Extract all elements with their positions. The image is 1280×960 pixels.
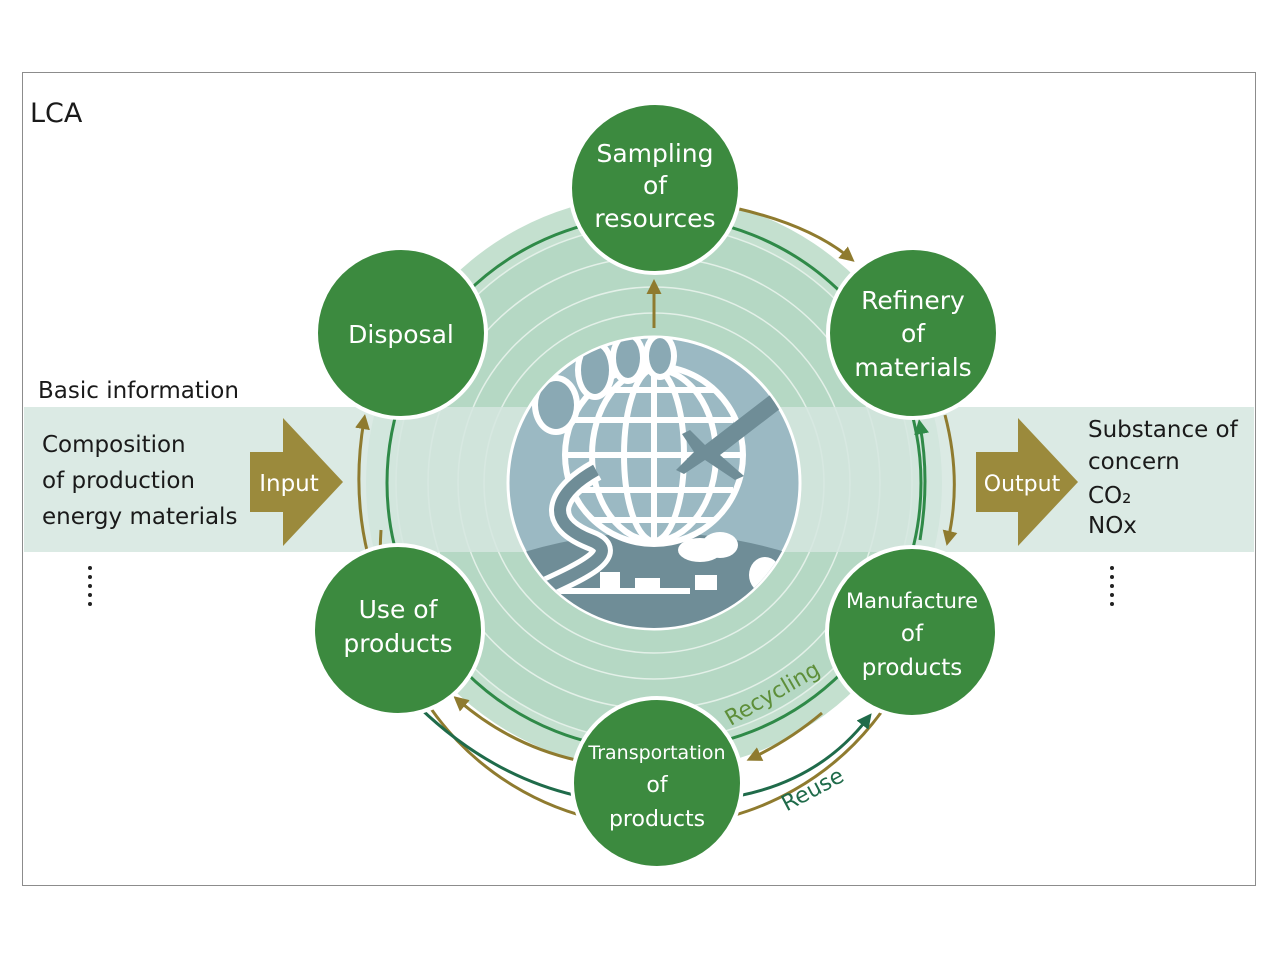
diagram-title: LCA bbox=[30, 98, 83, 129]
svg-text:materials: materials bbox=[854, 353, 971, 382]
input-arrow-label: Input bbox=[259, 471, 319, 497]
svg-text:resources: resources bbox=[594, 204, 715, 233]
input-arrow bbox=[250, 418, 343, 546]
basic-info-heading: Basic information bbox=[38, 378, 239, 404]
svg-text:Refinery: Refinery bbox=[861, 286, 965, 315]
node-transportation: Transportation of products bbox=[570, 696, 744, 870]
output-arrow-label: Output bbox=[984, 472, 1061, 497]
svg-text:Manufacture: Manufacture bbox=[846, 589, 978, 613]
svg-text:products: products bbox=[343, 629, 452, 658]
svg-text:Sampling: Sampling bbox=[596, 139, 713, 168]
svg-text:products: products bbox=[609, 807, 705, 832]
output-arrow bbox=[976, 418, 1078, 546]
left-ellipsis-dots bbox=[88, 566, 92, 611]
node-use: Use of products bbox=[311, 543, 485, 717]
right-line-3: CO₂ bbox=[1088, 483, 1131, 509]
node-manufacture: Manufacture of products bbox=[825, 545, 999, 719]
svg-text:of: of bbox=[901, 621, 924, 647]
node-disposal: Disposal bbox=[314, 246, 488, 420]
svg-text:Transportation: Transportation bbox=[587, 742, 725, 764]
svg-text:products: products bbox=[862, 655, 962, 681]
right-line-1: Substance of bbox=[1088, 417, 1239, 443]
left-line-3: energy materials bbox=[42, 504, 237, 530]
svg-text:Use of: Use of bbox=[359, 595, 439, 624]
reuse-label: Reuse bbox=[778, 764, 849, 817]
right-ellipsis-dots bbox=[1110, 566, 1114, 611]
left-line-1: Composition bbox=[42, 432, 186, 458]
node-sampling: Sampling of resources bbox=[568, 101, 742, 275]
node-refinery: Refinery of materials bbox=[826, 246, 1000, 420]
right-line-2: concern bbox=[1088, 449, 1180, 475]
left-line-2: of production bbox=[42, 468, 195, 494]
svg-text:of: of bbox=[643, 171, 668, 200]
svg-text:Disposal: Disposal bbox=[348, 320, 454, 349]
svg-text:of: of bbox=[646, 773, 668, 798]
right-line-4: NOx bbox=[1088, 513, 1137, 539]
svg-text:of: of bbox=[901, 319, 926, 348]
